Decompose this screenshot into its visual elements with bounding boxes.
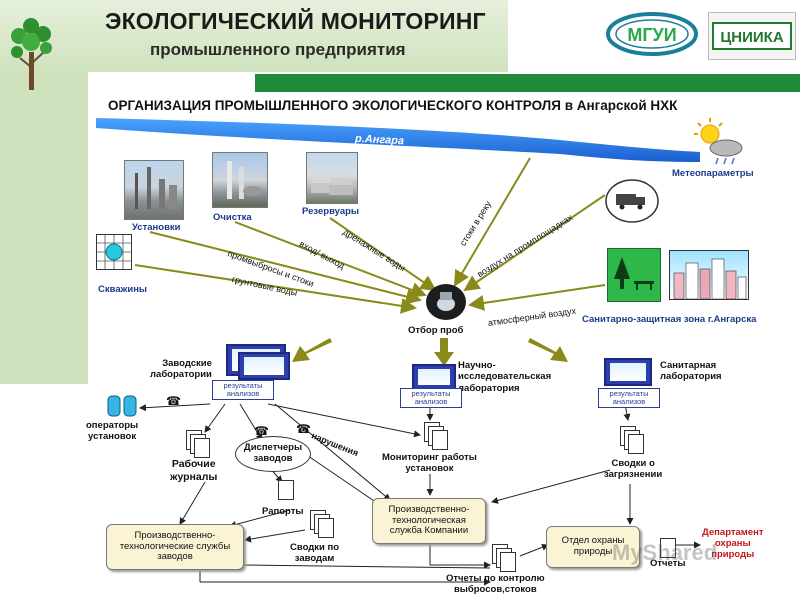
cniika-logo: ЦНИИКА [708,12,796,60]
research-lab-monitor-icon [412,364,456,390]
phone-icon-3: ☎ [296,422,311,436]
dispatchers-node: Диспетчеры заводов [235,436,311,472]
sanitary-lab-label: Санитарная лаборатория [660,360,722,383]
operators-label: операторы установок [86,420,139,443]
plant-lab-results: результаты анализов [212,380,274,400]
plant-services-box: Производственно- технологические службы … [106,524,244,570]
tree-icon [11,18,52,90]
arrow-to-sanitary-lab [528,338,568,362]
arrow-units [149,231,422,305]
env-dept-box: Отдел охраны природы [546,526,640,568]
arrow-river [453,157,531,287]
left-background-band [0,72,88,384]
arrow-air-sites [463,194,606,292]
sanitary-lab-results: результаты анализов [598,388,660,408]
watermark: MyShared [612,540,718,565]
arrow-atm-air [468,284,606,311]
reports2-doc-icon [660,538,676,558]
arrow-to-research-lab [434,338,454,366]
units-photo [124,160,184,220]
river-angara [96,118,700,162]
company-service-box: Производственно- технологическая служба … [372,498,486,544]
mgui-logo: МГУИ [606,12,698,56]
truck-icon [605,179,659,223]
plant-labs-label: Заводские лаборатории [150,358,212,381]
reservoirs-label: Резервуары [302,206,360,217]
research-lab-results: результаты анализов [400,388,462,408]
journals-label: Рабочие журналы [170,458,218,483]
phone-icon-2: ☎ [254,424,269,438]
operators-icon [107,395,137,417]
research-lab-label: Научно- исследовательская лаборатория [458,360,552,394]
emission-reports-label: Отчеты по контролю выбросов,стоков [446,573,545,595]
sampling-icon [426,284,466,320]
arrow-wells [134,264,417,314]
reservoirs-photo [306,152,358,204]
sampling-label: Отбор проб [408,325,464,336]
arrow-reservoirs [329,217,437,292]
reports2-label: Отчеты [650,558,686,569]
green-header-rule [255,74,800,92]
city-icon [669,250,749,300]
mgui-logo-text: МГУИ [627,25,676,45]
cniika-logo-text: ЦНИИКА [720,29,784,46]
river-label: р.Ангара [354,132,405,148]
page-title: ЭКОЛОГИЧЕСКИЙ МОНИТОРИНГ [105,8,486,34]
sanitary-zone-label: Санитарно-защитная зона г.Ангарска [582,314,757,325]
treatment-photo [212,152,268,208]
phone-icon: ☎ [166,394,181,408]
reports-doc-icon [278,480,294,500]
monitoring-label: Мониторинг работы установок [382,452,477,475]
diagram-title: ОРГАНИЗАЦИЯ ПРОМЫШЛЕННОГО ЭКОЛОГИЧЕСКОГО… [108,98,678,113]
forest-icon [607,248,661,302]
plant-summaries-label: Сводки по заводам [290,542,340,565]
arrow-to-plant-labs [292,338,332,362]
meteo-label: Метеопараметры [672,168,754,179]
plant-lab-monitor2-icon [238,352,290,380]
sanitary-lab-monitor-icon [604,358,652,386]
arrow-treatment [234,221,427,298]
dispatchers-label: Диспетчеры заводов [243,442,303,464]
wells-icon [96,234,132,270]
page-subtitle: промышленного предприятия [150,40,406,59]
wells-label: Скважины [98,284,148,295]
units-label: Установки [132,222,181,233]
treatment-label: Очистка [213,212,252,223]
header-background [0,0,508,72]
department-label: Департамент охраны природы [702,527,764,560]
reports-label: Рапорты [262,506,304,517]
pollution-label: Сводки о загрязнении [604,458,663,481]
weather-icon [694,118,743,165]
